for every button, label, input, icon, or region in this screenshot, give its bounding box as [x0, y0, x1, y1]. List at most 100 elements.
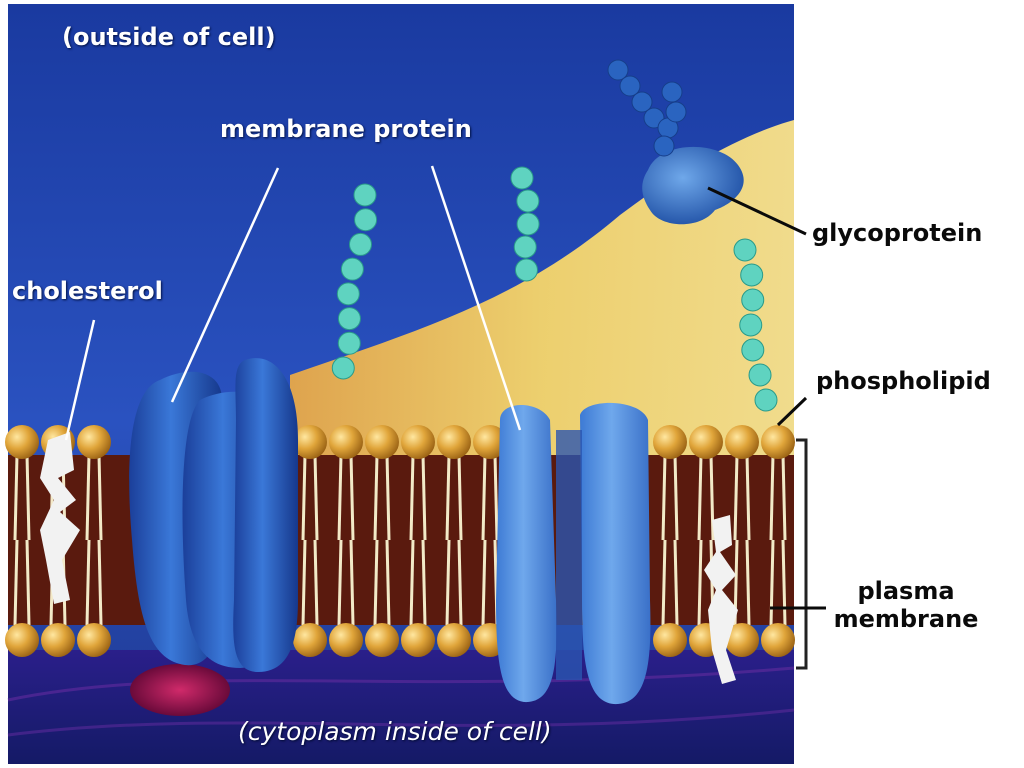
lipid-head [653, 623, 687, 657]
plasma-membrane-label-line1: plasma [857, 577, 955, 605]
lipid-tail [349, 539, 355, 626]
lipid-head [41, 623, 75, 657]
lipid-head [401, 425, 435, 459]
leader-line [170, 167, 280, 403]
glycan-bead [661, 81, 683, 103]
lipid-tail [493, 454, 499, 541]
leader-line [430, 165, 522, 431]
lipid-head [437, 623, 471, 657]
lipid-tail [421, 539, 427, 626]
lipid-head [761, 425, 795, 459]
outside-of-cell-label: (outside of cell) [62, 23, 276, 51]
cholesterol-molecule [704, 515, 738, 684]
membrane-protein-channel [129, 358, 298, 672]
leader-line [64, 319, 96, 441]
lipid-head [725, 425, 759, 459]
protein-subunit [580, 402, 651, 705]
glycan-bead [337, 307, 361, 331]
plasma-membrane-label: plasma membrane [818, 577, 994, 633]
leader-line [776, 396, 808, 427]
lipid-tail [745, 539, 751, 626]
lipid-tail [373, 539, 379, 626]
lipid-head [473, 425, 507, 459]
glycoprotein-carbohydrate [607, 59, 687, 157]
lipid-tail [13, 539, 19, 626]
lipid-head [401, 623, 435, 657]
lipid-tail [85, 454, 91, 541]
lipid-tail [337, 454, 343, 541]
glycan-bead [740, 263, 764, 287]
lipid-tail [673, 539, 679, 626]
glycan-bead [516, 212, 540, 236]
cholesterol-molecule [40, 432, 80, 604]
plasma-membrane-bracket [796, 438, 808, 670]
glycan-bead [665, 101, 687, 123]
membrane-protein-label: membrane protein [220, 115, 472, 143]
lipid-tail [781, 539, 787, 626]
lipid-head [365, 623, 399, 657]
lipid-tail [337, 539, 343, 626]
lipid-head [653, 425, 687, 459]
lipid-tail [301, 454, 307, 541]
lipid-head [293, 425, 327, 459]
lipid-tail [349, 454, 355, 541]
lipid-head [329, 623, 363, 657]
glycan-bead [733, 238, 757, 262]
lipid-tail [373, 454, 379, 541]
lipid-tail [733, 454, 739, 541]
lipid-tail [709, 454, 715, 541]
glycoprotein-label: glycoprotein [812, 219, 983, 247]
cytoplasm-region [8, 650, 794, 764]
glycan-bead [754, 388, 778, 412]
lipid-tail [457, 539, 463, 626]
lipid-tail [661, 454, 667, 541]
cytoplasm-streak [7, 708, 795, 737]
phospholipid-bilayer [5, 425, 795, 657]
lipid-tail [697, 539, 703, 626]
lipid-tail [673, 454, 679, 541]
lipid-tail [781, 454, 787, 541]
lipid-head [77, 425, 111, 459]
lipid-tail [313, 454, 319, 541]
lipid-tail [745, 454, 751, 541]
glycan-bead [340, 257, 364, 281]
membrane-protein-pore [496, 402, 651, 705]
lipid-tail [445, 539, 451, 626]
lipid-tail [25, 454, 31, 541]
glycoprotein-molecule [607, 59, 744, 225]
glycan-bead [514, 258, 538, 282]
protein-subunit [496, 405, 557, 703]
glycan-bead [741, 338, 765, 362]
glycan-bead [619, 75, 641, 97]
lipid-tail [85, 539, 91, 626]
lipid-head [5, 425, 39, 459]
glycan-bead [348, 232, 372, 256]
lipid-tail [409, 539, 415, 626]
lipid-head [689, 425, 723, 459]
plasma-membrane-label-line2: membrane [833, 604, 979, 633]
lipid-head [365, 425, 399, 459]
lipid-tail [97, 539, 103, 626]
glycan-bead [336, 282, 360, 306]
lipid-head [761, 623, 795, 657]
cytoplasm-particle [130, 664, 230, 716]
phospholipid-label: phospholipid [816, 367, 991, 395]
glycan-bead [337, 331, 361, 355]
glycan-bead [331, 356, 355, 380]
lipid-tail [313, 539, 319, 626]
glycan-bead [741, 288, 765, 312]
glycan-bead [513, 235, 537, 259]
lipid-tail [301, 539, 307, 626]
lipid-head [329, 425, 363, 459]
lipid-tail [661, 539, 667, 626]
lipid-tail [445, 454, 451, 541]
glycan-bead [653, 135, 675, 157]
lipid-tail [25, 539, 31, 626]
lipid-tail [697, 454, 703, 541]
protein-subunit [233, 358, 298, 672]
lipid-tail [769, 454, 775, 541]
lipid-head [437, 425, 471, 459]
cytoplasm-label: (cytoplasm inside of cell) [238, 717, 552, 746]
lipid-tail [481, 539, 487, 626]
